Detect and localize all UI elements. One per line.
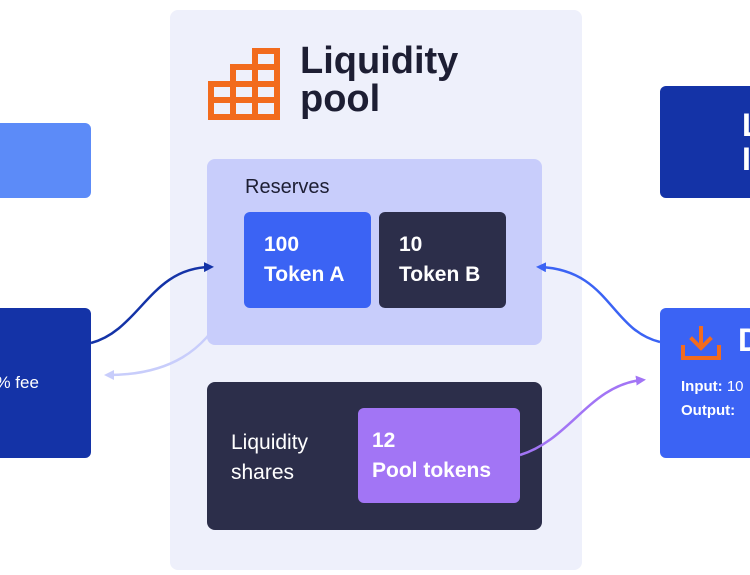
pool-tokens-amount: 12 xyxy=(372,429,396,452)
liquidity-shares-label: Liquidity shares xyxy=(231,431,309,484)
token-b-amount: 10 xyxy=(399,233,423,256)
fee-text: 3% fee xyxy=(0,373,39,392)
arrow-deposit-to-reserves xyxy=(536,262,661,344)
output-line: Output: xyxy=(681,402,736,419)
reserves-label: Reserves xyxy=(245,176,330,198)
pool-tokens-card: 12 Pool tokens xyxy=(358,408,520,503)
arrow-reserves-to-trader xyxy=(104,309,227,380)
input-line: Input: 10 xyxy=(681,378,744,395)
pool-title: Liquidity pool xyxy=(300,40,459,120)
token-b-name: Token B xyxy=(399,263,481,286)
right-top-text: L I xyxy=(742,108,750,177)
right-deposit-card xyxy=(660,308,750,458)
arrow-trader-to-reserves xyxy=(90,262,214,345)
left-trader-card xyxy=(0,308,91,458)
arrow-pool-tokens-to-deposit xyxy=(519,375,646,457)
token-b-card: 10 Token B xyxy=(379,212,506,308)
token-a-card: 100 Token A xyxy=(244,212,371,308)
liquidity-pool-icon xyxy=(208,48,280,120)
download-icon xyxy=(680,325,722,361)
deposit-card-title: D xyxy=(738,322,750,358)
right-top-card xyxy=(660,86,750,198)
token-a-name: Token A xyxy=(264,263,345,286)
pool-tokens-name: Pool tokens xyxy=(372,459,492,482)
left-top-card xyxy=(0,123,91,198)
token-a-amount: 100 xyxy=(264,233,300,256)
